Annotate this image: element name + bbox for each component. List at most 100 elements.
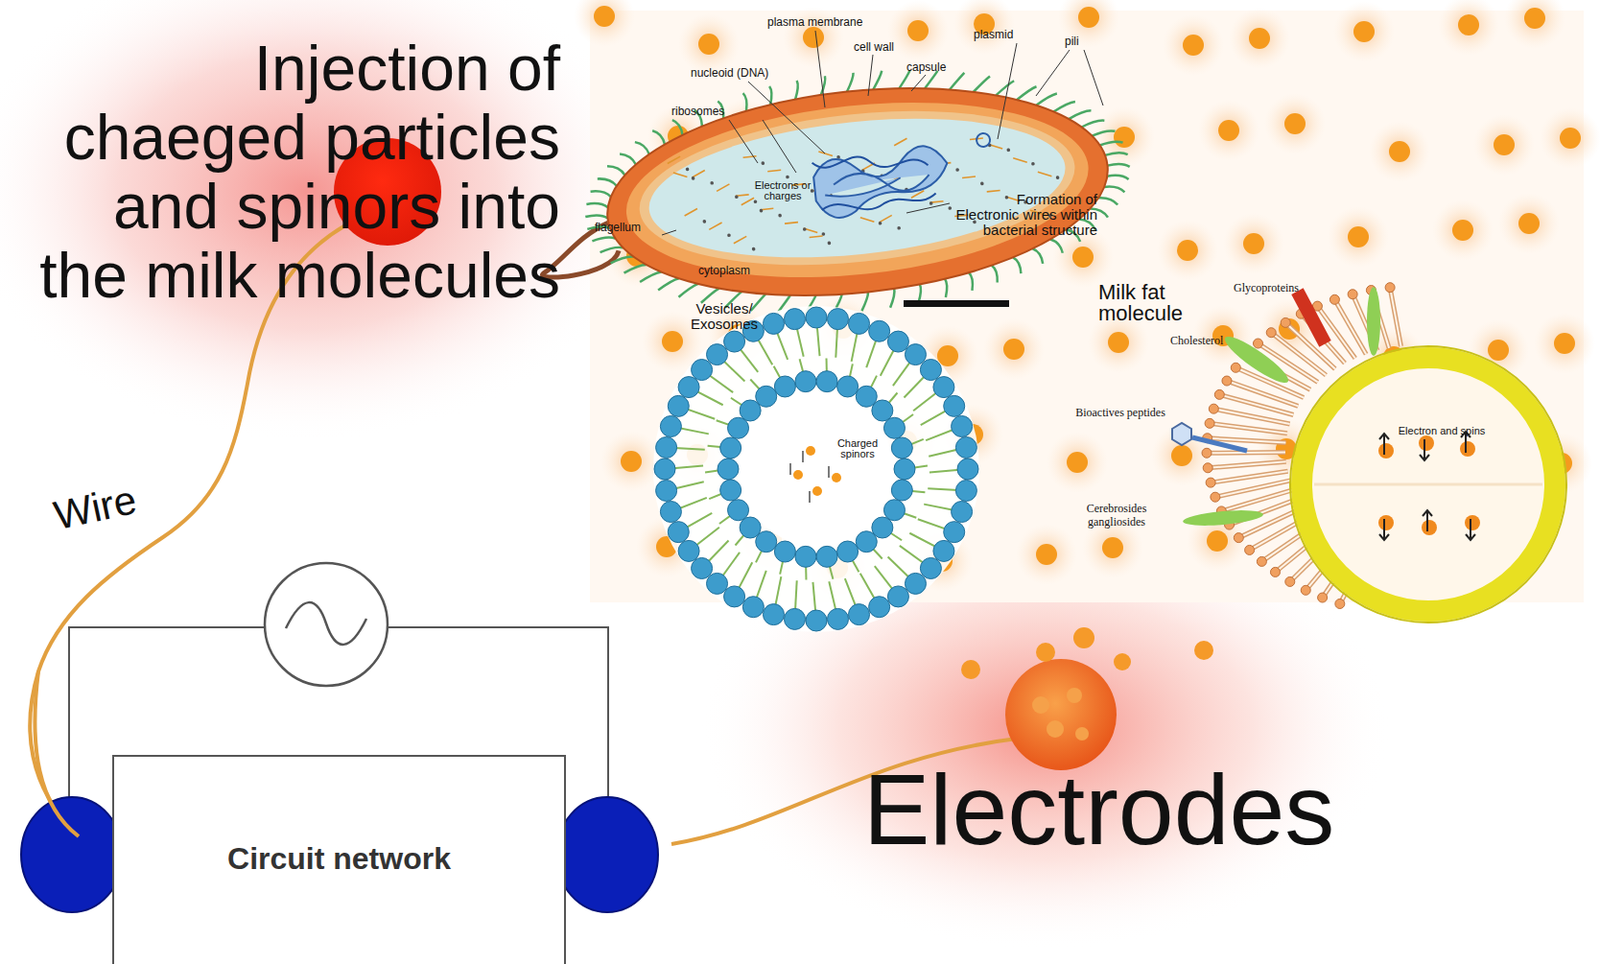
electronic-wire <box>962 176 976 178</box>
pilus <box>1050 237 1063 255</box>
dot-glow <box>1264 93 1326 155</box>
spinor <box>812 486 823 496</box>
dot <box>1347 226 1369 248</box>
lipid-head <box>762 604 784 626</box>
dot-glow <box>1498 192 1560 255</box>
dot-glow <box>1504 0 1566 49</box>
electronic-wire <box>784 222 799 224</box>
ribosome <box>947 206 952 211</box>
part-label: Electron and spins <box>1395 425 1488 437</box>
spin-arrow <box>1469 518 1472 541</box>
pilus <box>610 256 635 263</box>
dot-glow <box>1046 431 1108 494</box>
red-glow <box>0 0 653 442</box>
nucleoid <box>811 143 952 221</box>
lipid-tail <box>1207 461 1287 468</box>
lipid-head <box>1214 389 1224 400</box>
lipid-head <box>717 458 739 480</box>
cerebroside <box>1182 507 1265 528</box>
ribosome <box>980 181 985 186</box>
part-label: Formation of Electronic wires within bac… <box>951 191 1098 237</box>
pilus <box>607 164 625 178</box>
electronic-wire <box>666 156 682 164</box>
lipid-tail <box>1210 470 1288 483</box>
electrode <box>21 797 123 913</box>
spin-dot <box>1418 435 1435 451</box>
pilus <box>888 288 896 308</box>
lipid-head <box>837 376 859 398</box>
dot <box>1487 339 1509 361</box>
spin-arrow <box>1426 510 1429 532</box>
peptide <box>1172 423 1192 446</box>
dot <box>620 450 642 472</box>
lipid-tail <box>1226 380 1298 406</box>
pilus <box>635 141 650 156</box>
dot <box>1182 34 1204 56</box>
spin-arrow <box>789 463 791 475</box>
pilus <box>1081 119 1106 127</box>
pilus <box>947 72 966 90</box>
electronic-wire <box>860 215 875 223</box>
pilus <box>1033 247 1044 264</box>
lipid-head <box>1252 338 1263 349</box>
lipid-head <box>659 501 682 523</box>
lipid-head <box>826 308 848 330</box>
ribosome <box>1006 147 1011 152</box>
lipid-head <box>855 531 877 553</box>
lipid-head <box>774 376 796 398</box>
ribosome <box>727 233 731 237</box>
lipid-head <box>678 540 700 562</box>
dot-glow <box>1223 212 1285 275</box>
lipid-head <box>1208 403 1219 414</box>
dot-glow <box>1156 219 1219 282</box>
pilus <box>652 129 665 146</box>
pilus <box>1068 110 1093 119</box>
lipid-head <box>1266 328 1276 338</box>
ribosome <box>896 226 901 231</box>
lipid-head <box>742 596 764 618</box>
lipid-head <box>904 572 926 594</box>
lipid-head <box>887 330 909 353</box>
dot-glow <box>573 0 636 48</box>
electronic-wire <box>1012 156 1028 164</box>
free-dots <box>961 627 1214 680</box>
pilus <box>1098 195 1118 207</box>
wire-label: Wire <box>49 476 141 540</box>
lipid-head <box>919 557 942 579</box>
lipid-head <box>904 344 926 366</box>
ribosome <box>702 219 706 224</box>
pilus <box>1053 101 1077 113</box>
lipid-head <box>1210 492 1221 502</box>
lipid-head <box>848 604 871 626</box>
lipid-tail <box>1219 394 1294 415</box>
spinor <box>831 472 842 483</box>
lipid-head <box>1205 477 1216 488</box>
lipid-head <box>659 415 682 437</box>
lipid-head <box>891 479 913 501</box>
pilus <box>943 279 949 298</box>
spinor <box>805 446 816 456</box>
lipid-head <box>933 376 955 399</box>
electronic-wire <box>673 171 688 179</box>
dot <box>698 33 720 55</box>
spin-dot <box>1459 441 1476 457</box>
ribosome <box>1056 175 1060 180</box>
dot-glow <box>1162 14 1224 76</box>
ribosome <box>785 175 790 180</box>
spin-arrow <box>801 450 803 463</box>
lipid-head <box>871 400 894 422</box>
pilus <box>743 93 749 112</box>
plasmid <box>975 132 990 147</box>
ac-source <box>264 563 388 686</box>
ribosome <box>1004 195 1009 200</box>
spin-arrow <box>1383 433 1386 455</box>
lipid-head <box>837 541 859 563</box>
electronic-wire <box>767 169 781 171</box>
part-label: Cholesterol <box>1170 334 1224 349</box>
ribosome <box>734 194 739 199</box>
pilus <box>1104 185 1125 195</box>
dot-glow <box>1437 0 1500 56</box>
lipid-head <box>816 545 838 567</box>
lipid-head <box>678 376 700 399</box>
